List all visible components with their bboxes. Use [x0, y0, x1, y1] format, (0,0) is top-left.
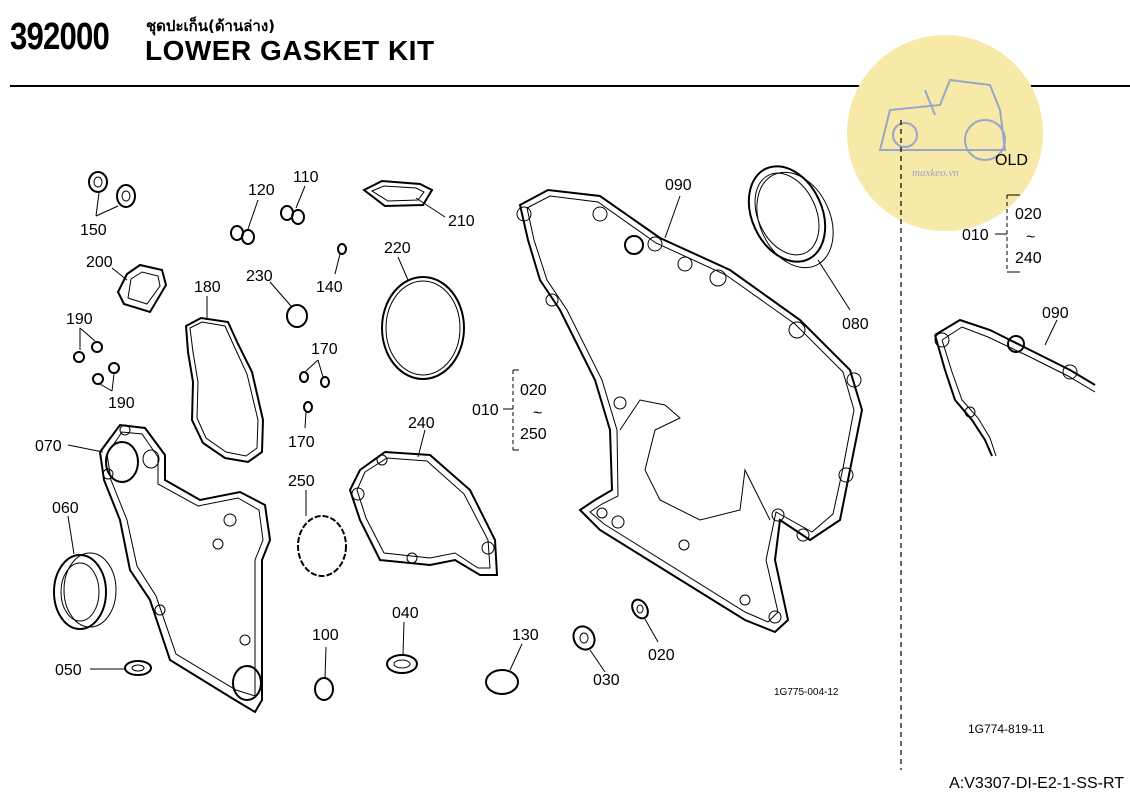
label-200: 200: [86, 254, 113, 271]
old-label-090: 090: [1042, 305, 1069, 322]
old-part-090-gasket: [934, 318, 1096, 457]
label-110: 110: [293, 169, 319, 186]
label-240: 240: [408, 415, 435, 432]
label-040: 040: [392, 605, 419, 622]
part-250-oring: [297, 515, 347, 577]
label-150: 150: [80, 222, 107, 239]
old-label: OLD: [995, 152, 1028, 169]
part-220-oring: [381, 276, 465, 380]
label-050: 050: [55, 662, 82, 679]
label-010: 010: [472, 402, 499, 419]
label-020-part: 020: [648, 647, 675, 664]
label-060: 060: [52, 500, 79, 517]
part-050-washer: [124, 660, 152, 676]
label-250: 250: [520, 426, 547, 443]
group-010-bracket: 010 020 ~ 250: [472, 369, 547, 451]
part-020-seal: [631, 598, 649, 620]
label-130: 130: [512, 627, 539, 644]
label-tilde: ~: [533, 405, 542, 422]
label-170-top: 170: [311, 341, 338, 358]
old-label-240: 240: [1015, 250, 1042, 267]
part-100-oring: [314, 677, 334, 701]
label-090: 090: [665, 177, 692, 194]
title-english: LOWER GASKET KIT: [145, 35, 435, 66]
part-030-seal: [572, 625, 596, 651]
part-080-seal: [747, 165, 851, 311]
label-080: 080: [842, 316, 869, 333]
part-110-washers: [280, 185, 306, 225]
label-190-bottom: 190: [108, 395, 135, 412]
old-label-tilde: ~: [1026, 229, 1035, 246]
part-130-oring: [485, 669, 519, 695]
part-120-washers: [230, 199, 259, 245]
label-220: 220: [384, 240, 411, 257]
part-240-gasket: [348, 429, 499, 576]
part-040-seal: [386, 654, 418, 674]
part-150-seals: [88, 171, 136, 217]
watermark-text: maxkeo.vn: [912, 167, 959, 179]
label-030: 030: [593, 672, 620, 689]
part-170-orings: [299, 359, 330, 429]
part-200-gasket: [111, 263, 168, 314]
part-230-oring: [286, 304, 308, 328]
part-070-gasket: [67, 423, 272, 714]
old-label-010: 010: [962, 227, 989, 244]
title-thai: ชุดปะเก็น(ด้านล่าง): [146, 17, 276, 35]
label-170-bottom: 170: [288, 434, 315, 451]
old-group-010-bracket: 010 020 ~ 240: [962, 194, 1042, 273]
label-190-top: 190: [66, 311, 93, 328]
part-190-washers: [73, 327, 120, 392]
label-100: 100: [312, 627, 339, 644]
part-060-seal: [53, 515, 117, 630]
part-code: 392000: [10, 16, 110, 58]
label-070: 070: [35, 438, 62, 455]
label-210: 210: [448, 213, 475, 230]
part-180-gasket: [184, 296, 265, 464]
part-210-gasket: [362, 179, 446, 218]
part-140-oring: [337, 243, 347, 255]
header-rule: [10, 85, 1130, 87]
label-120: 120: [248, 182, 275, 199]
label-020: 020: [520, 382, 547, 399]
part-090-case-gasket: [516, 188, 864, 634]
footer-reference: A:V3307-DI-E2-1-SS-RT: [949, 775, 1124, 792]
label-180: 180: [194, 279, 221, 296]
label-140: 140: [316, 279, 343, 296]
diagram-code: 1G775-004-12: [774, 687, 839, 698]
label-230: 230: [246, 268, 273, 285]
old-label-020: 020: [1015, 206, 1042, 223]
watermark-logo: maxkeo.vn: [847, 35, 1043, 231]
old-diagram-code: 1G774-819-11: [968, 722, 1045, 736]
label-250-part: 250: [288, 473, 315, 490]
